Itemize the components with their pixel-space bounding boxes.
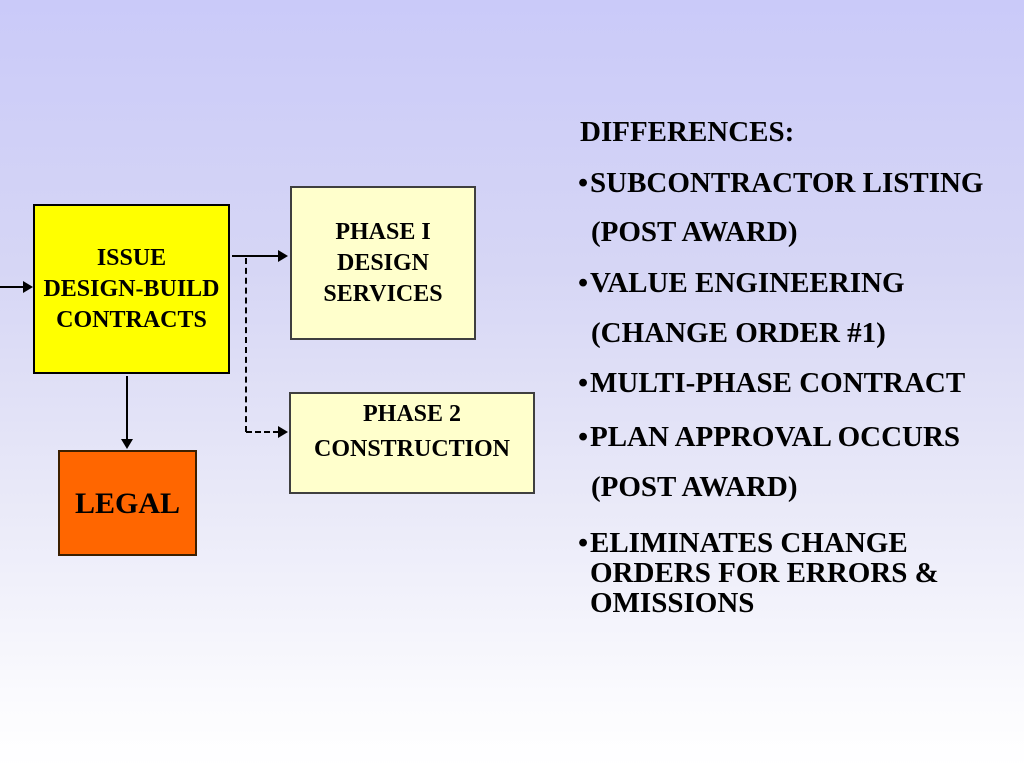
bullet-item-label: SUBCONTRACTOR LISTING: [590, 167, 984, 199]
flow-dashed-branch-head: [278, 426, 288, 438]
issue-box-line-1: ISSUE: [96, 244, 167, 271]
flow-arrow-incoming-head: [23, 281, 33, 293]
phase1-box-line-2: DESIGN: [336, 249, 430, 276]
bullet-icon: •: [578, 167, 589, 199]
issue-design-build-contracts-box: ISSUE DESIGN-BUILD CONTRACTS: [33, 204, 230, 374]
bullet-item-wrap-line: ORDERS FOR ERRORS &: [590, 557, 939, 589]
notes-heading: DIFFERENCES:: [580, 116, 795, 148]
differences-notes: DIFFERENCES: • SUBCONTRACTOR LISTING (PO…: [578, 117, 1020, 618]
bullet-subtext-post-award-1: (POST AWARD): [591, 216, 798, 248]
bullet-item-subcontractor-listing: • SUBCONTRACTOR LISTING: [578, 168, 1020, 198]
flow-dashed-branch-vertical: [245, 258, 247, 432]
bullet-subtext-post-award-2: (POST AWARD): [591, 471, 798, 503]
phase1-design-services-box: PHASE I DESIGN SERVICES: [290, 186, 476, 340]
phase2-box-line-1: PHASE 2: [362, 401, 461, 427]
flow-arrow-to-legal-head: [121, 439, 133, 449]
issue-box-line-2: DESIGN-BUILD: [43, 275, 220, 302]
bullet-item-eliminates-change: • ELIMINATES CHANGE: [578, 528, 1020, 558]
bullet-icon: •: [578, 527, 589, 559]
phase2-construction-box: PHASE 2 CONSTRUCTION: [289, 392, 535, 494]
bullet-item-label: ELIMINATES CHANGE: [590, 527, 908, 559]
bullet-item-label: VALUE ENGINEERING: [590, 267, 905, 299]
phase2-box-line-2: CONSTRUCTION: [313, 436, 511, 462]
phase1-box-line-3: SERVICES: [323, 280, 443, 307]
flow-arrow-to-phase1-shaft: [232, 255, 279, 257]
phase1-box-line-1: PHASE I: [335, 218, 431, 245]
bullet-item-wrap-line: OMISSIONS: [590, 587, 755, 619]
flow-arrow-to-phase1-head: [278, 250, 288, 262]
legal-box: LEGAL: [58, 450, 197, 556]
bullet-item-label: MULTI-PHASE CONTRACT: [590, 367, 966, 399]
bullet-item-multi-phase-contract: • MULTI-PHASE CONTRACT: [578, 368, 1020, 398]
bullet-item-label: PLAN APPROVAL OCCURS: [590, 421, 961, 453]
legal-box-label: LEGAL: [74, 486, 181, 520]
bullet-icon: •: [578, 421, 589, 453]
bullet-icon: •: [578, 367, 589, 399]
bullet-item-value-engineering: • VALUE ENGINEERING: [578, 268, 1020, 298]
flow-dashed-branch-horizontal: [246, 431, 279, 433]
bullet-subtext-change-order: (CHANGE ORDER #1): [591, 317, 886, 349]
flow-arrow-incoming-shaft: [0, 286, 25, 288]
flow-arrow-to-legal-shaft: [126, 376, 128, 440]
bullet-item-plan-approval: • PLAN APPROVAL OCCURS: [578, 422, 1020, 452]
bullet-icon: •: [578, 267, 589, 299]
issue-box-line-3: CONTRACTS: [56, 306, 207, 333]
